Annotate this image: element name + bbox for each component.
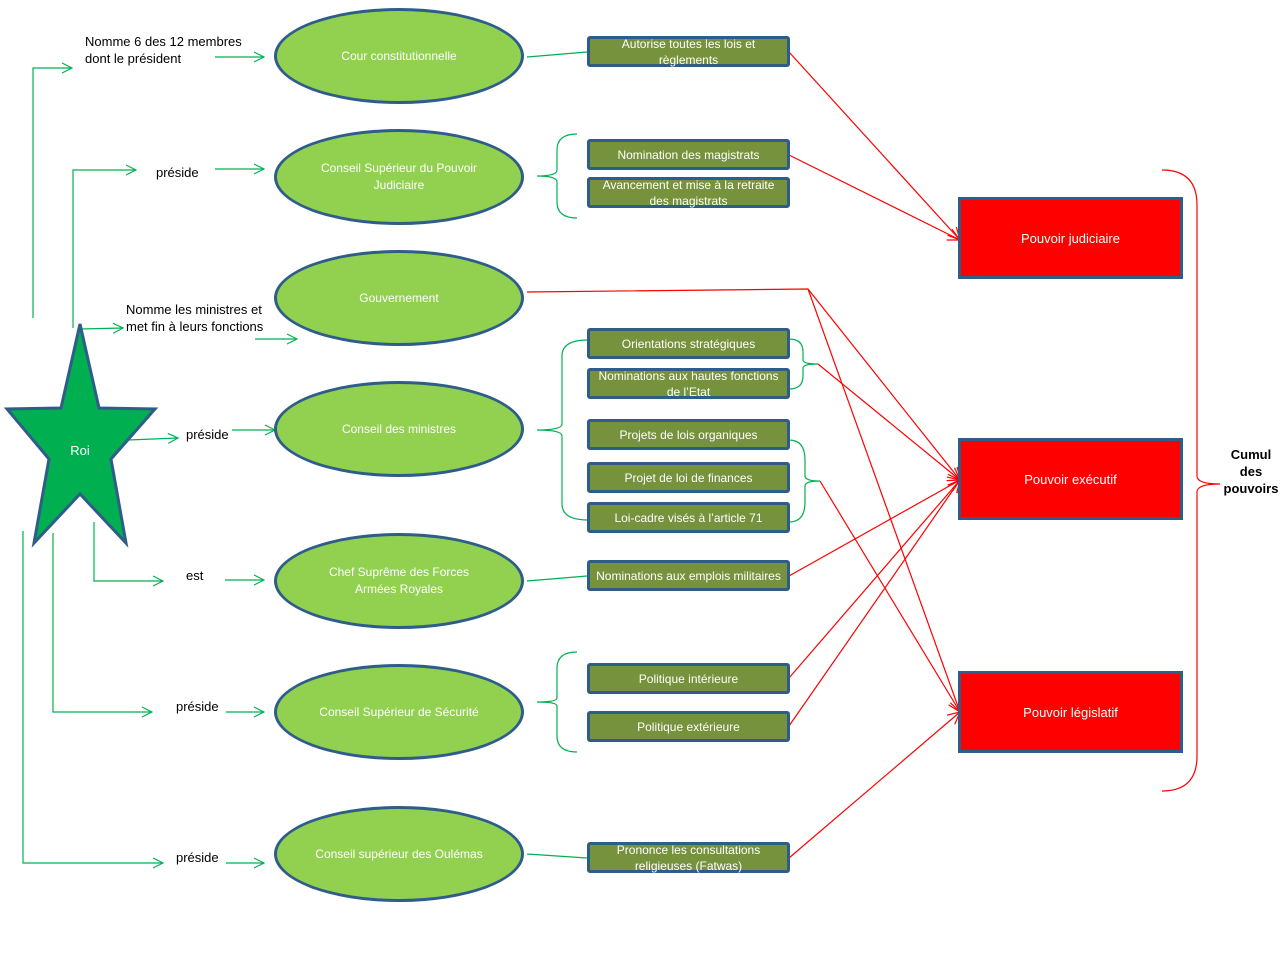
relation-css: préside — [176, 699, 219, 714]
function-politique-interieure: Politique intérieure — [587, 663, 790, 694]
brace-css — [536, 651, 578, 753]
branch-css — [52, 533, 152, 712]
institution-conseil-superieur-oulemas: Conseil supérieur des Oulémas — [274, 806, 524, 902]
institution-conseil-des-ministres: Conseil des ministres — [274, 381, 524, 477]
arrow-polint-executif — [788, 480, 960, 679]
king-branch-lines — [22, 57, 297, 863]
branch-cour — [32, 68, 72, 318]
function-loi-cadre: Loi-cadre visés à l’article 71 — [587, 502, 790, 533]
arrow-polext-executif — [788, 480, 960, 727]
branch-cdm — [127, 438, 178, 440]
king-star-shape — [3, 323, 159, 548]
arrow-fatwas-legislatif — [788, 712, 960, 859]
branch-csu — [22, 531, 163, 863]
king-label: Roi — [70, 443, 90, 458]
function-projets-lois-organiques: Projets de lois organiques — [587, 419, 790, 450]
function-fatwas: Prononce les consultations religieuses (… — [587, 842, 790, 873]
arrow-orient-executif — [817, 363, 960, 480]
arrow-legis-small — [819, 480, 960, 712]
institution-chef-supreme-far: Chef Suprême des Forces Armées Royales — [274, 533, 524, 629]
brace-cdm — [536, 339, 589, 521]
relation-cdm: préside — [186, 427, 229, 442]
function-politique-exterieure: Politique extérieure — [587, 711, 790, 742]
function-avancement-magistrats: Avancement et mise à la retraite des mag… — [587, 177, 790, 208]
institution-gouvernement: Gouvernement — [274, 250, 524, 346]
function-lois-reglements: Autorise toutes les lois et règlements — [587, 36, 790, 67]
cumul-brace — [1161, 169, 1221, 792]
arrow-lois-judiciaire — [788, 51, 960, 240]
conn-cour-lois — [526, 51, 588, 58]
relation-csu: préside — [176, 850, 219, 865]
branch-gouv — [79, 328, 123, 329]
institution-conseil-superieur-pouvoir-judiciaire: Conseil Supérieur du Pouvoir Judiciaire — [274, 129, 524, 225]
power-judiciaire: Pouvoir judiciaire — [958, 197, 1183, 279]
power-arrows — [526, 51, 1221, 859]
brace-cspj — [536, 133, 578, 219]
branch-far — [93, 522, 163, 581]
arrow-mil-executif — [788, 480, 960, 577]
power-legislatif: Pouvoir législatif — [958, 671, 1183, 753]
brace-legis-small — [788, 439, 821, 523]
cumul-des-pouvoirs-label: Cumul des pouvoirs — [1223, 447, 1279, 496]
conn-csu-fatwas — [526, 853, 588, 859]
arrow-gouv-legislatif — [807, 288, 960, 712]
institution-conseil-superieur-securite: Conseil Supérieur de Sécurité — [274, 664, 524, 760]
relation-cspj: préside — [156, 165, 199, 180]
function-orientations-strategiques: Orientations stratégiques — [587, 328, 790, 359]
relation-cour: Nomme 6 des 12 membres dont le président — [85, 34, 242, 66]
arrow-nommag-judiciaire — [788, 154, 960, 240]
conn-far-mil — [526, 575, 588, 582]
power-executif: Pouvoir exécutif — [958, 438, 1183, 520]
function-projet-loi-finances: Projet de loi de finances — [587, 462, 790, 493]
institution-cour-constitutionnelle: Cour constitutionnelle — [274, 8, 524, 104]
function-nomination-magistrats: Nomination des magistrats — [587, 139, 790, 170]
brace-exec-small — [788, 338, 819, 390]
function-nominations-militaires: Nominations aux emplois militaires — [587, 560, 790, 591]
relation-gouv: Nomme les ministres et met fin à leurs f… — [126, 302, 264, 334]
relation-far: est — [186, 568, 204, 583]
branch-cspj — [72, 170, 136, 328]
function-nominations-hautes-fonctions: Nominations aux hautes fonctions de l’Et… — [587, 368, 790, 399]
